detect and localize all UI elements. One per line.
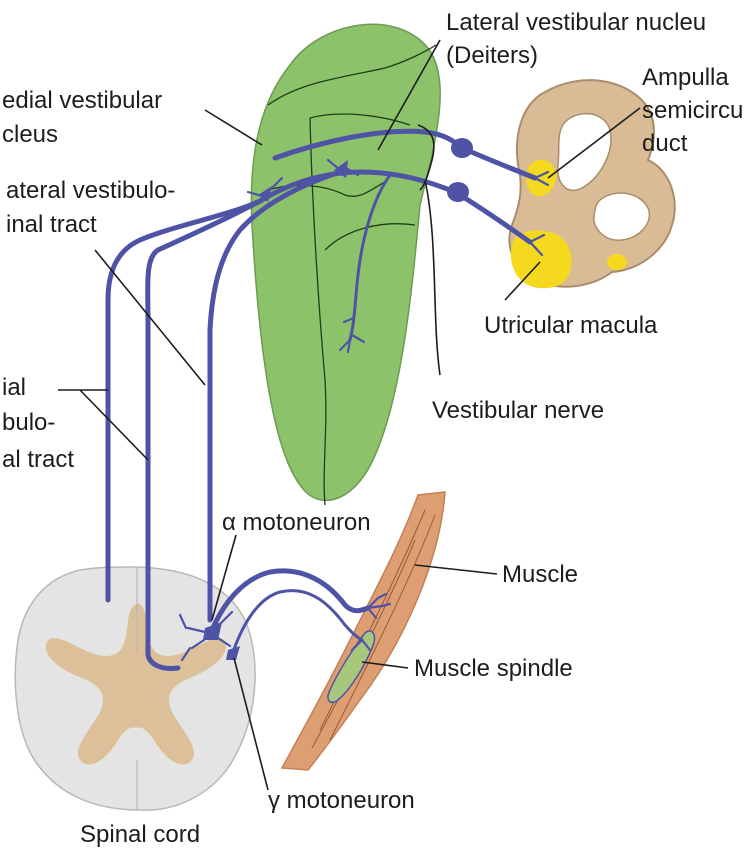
label-alpha-motoneuron: α motoneuron — [222, 509, 371, 536]
brainstem — [251, 24, 440, 505]
label-ampulla: Ampulla — [642, 64, 729, 91]
leader-vestibular-nerve — [425, 180, 440, 375]
label-gamma-motoneuron: γ motoneuron — [268, 787, 415, 814]
label-ampulla-semicircular: semicircu — [642, 97, 743, 124]
label-lateral-vestibular-nucleus-deiters: (Deiters) — [446, 42, 538, 69]
utricular-macula-patch — [511, 231, 572, 289]
label-lateral-vestibular-nucleus: Lateral vestibular nucleu — [446, 9, 706, 36]
label-utricular-macula: Utricular macula — [484, 312, 658, 339]
label-medial-vestibulospinal-tract-end: al tract — [2, 446, 74, 473]
vestibular-ganglion-cell-upper — [451, 138, 473, 158]
label-medial-vestibular-nucleus: edial vestibular — [2, 87, 162, 114]
leader-medial-vestibular-nucleus — [205, 110, 262, 145]
label-muscle-spindle: Muscle spindle — [414, 655, 573, 682]
labyrinth-small-patch — [607, 254, 627, 270]
label-spinal-cord: Spinal cord — [80, 821, 200, 848]
label-lateral-vestibulospinal-tract: ateral vestibulo- — [6, 177, 175, 204]
label-medial-vestibulospinal-tract: ial — [2, 374, 26, 401]
label-ampulla-duct: duct — [642, 130, 688, 157]
spinal-cord — [15, 567, 255, 810]
label-muscle: Muscle — [502, 561, 578, 588]
label-medial-vestibular-nucleus-cont: cleus — [2, 121, 58, 148]
label-medial-vestibulospinal-tract-cont: bulo- — [2, 409, 55, 436]
medial-vestibulospinal-tract — [108, 200, 262, 600]
label-lateral-vestibulospinal-tract-cont: inal tract — [6, 211, 97, 238]
vestibular-ganglion-cell-lower — [447, 182, 469, 202]
label-vestibular-nerve: Vestibular nerve — [432, 397, 604, 424]
brainstem-shape — [251, 24, 440, 500]
